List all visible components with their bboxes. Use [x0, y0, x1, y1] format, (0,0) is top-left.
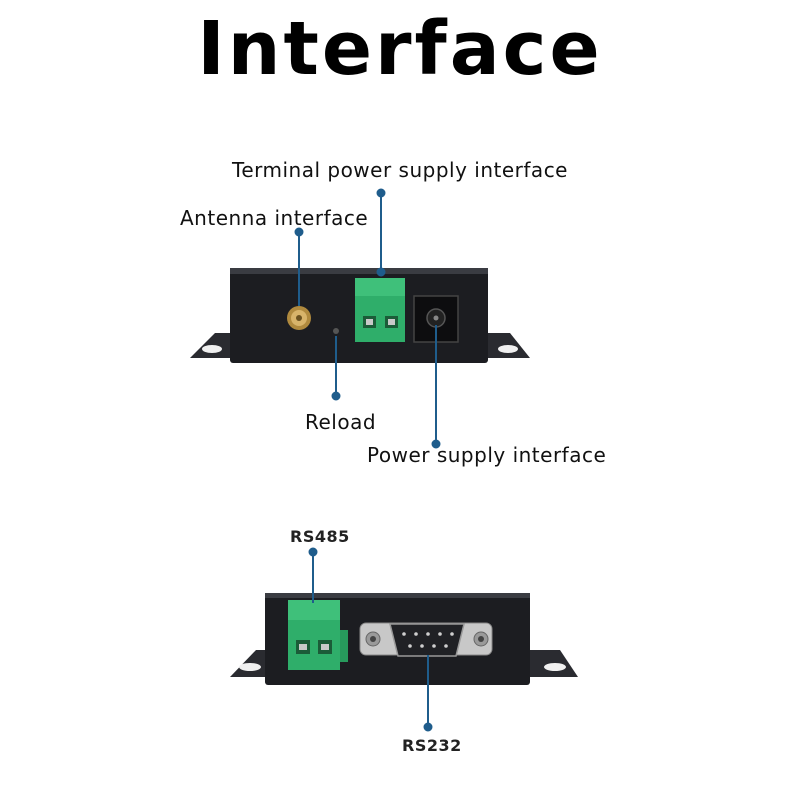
- label-reload: Reload: [305, 410, 377, 434]
- leader-terminal-power-dot-top: [376, 188, 386, 198]
- reload-button-icon: [333, 328, 339, 334]
- top-flange-hole-right: [498, 345, 518, 353]
- db9-connector-icon: [359, 622, 493, 657]
- terminal-power-block-icon: [355, 278, 405, 342]
- label-rs485: RS485: [290, 527, 350, 546]
- rs485-terminal-block-icon: [288, 600, 348, 670]
- top-device-edge: [230, 268, 488, 274]
- label-rs232: RS232: [402, 736, 462, 755]
- antenna-connector-icon: [287, 306, 311, 330]
- page-title: Interface: [197, 6, 603, 92]
- leader-power-supply-dot-bottom: [431, 439, 441, 449]
- leader-terminal-power-dot-bottom: [376, 267, 386, 277]
- bottom-device-edge: [265, 593, 530, 598]
- leader-rs232-dot-bottom: [423, 722, 433, 732]
- label-power-supply-interface: Power supply interface: [367, 443, 607, 467]
- bottom-flange-hole-right: [544, 663, 566, 671]
- top-flange-hole-left: [202, 345, 222, 353]
- label-antenna-interface: Antenna interface: [180, 206, 369, 230]
- top-device: [190, 268, 530, 363]
- label-terminal-power-supply: Terminal power supply interface: [232, 158, 568, 182]
- bottom-device: [230, 593, 578, 685]
- leader-antenna-dot-top: [294, 227, 304, 237]
- leader-rs485-dot-top: [308, 547, 318, 557]
- leader-reload-dot-bottom: [331, 391, 341, 401]
- bottom-flange-hole-left: [239, 663, 261, 671]
- leader-lines: [294, 188, 441, 732]
